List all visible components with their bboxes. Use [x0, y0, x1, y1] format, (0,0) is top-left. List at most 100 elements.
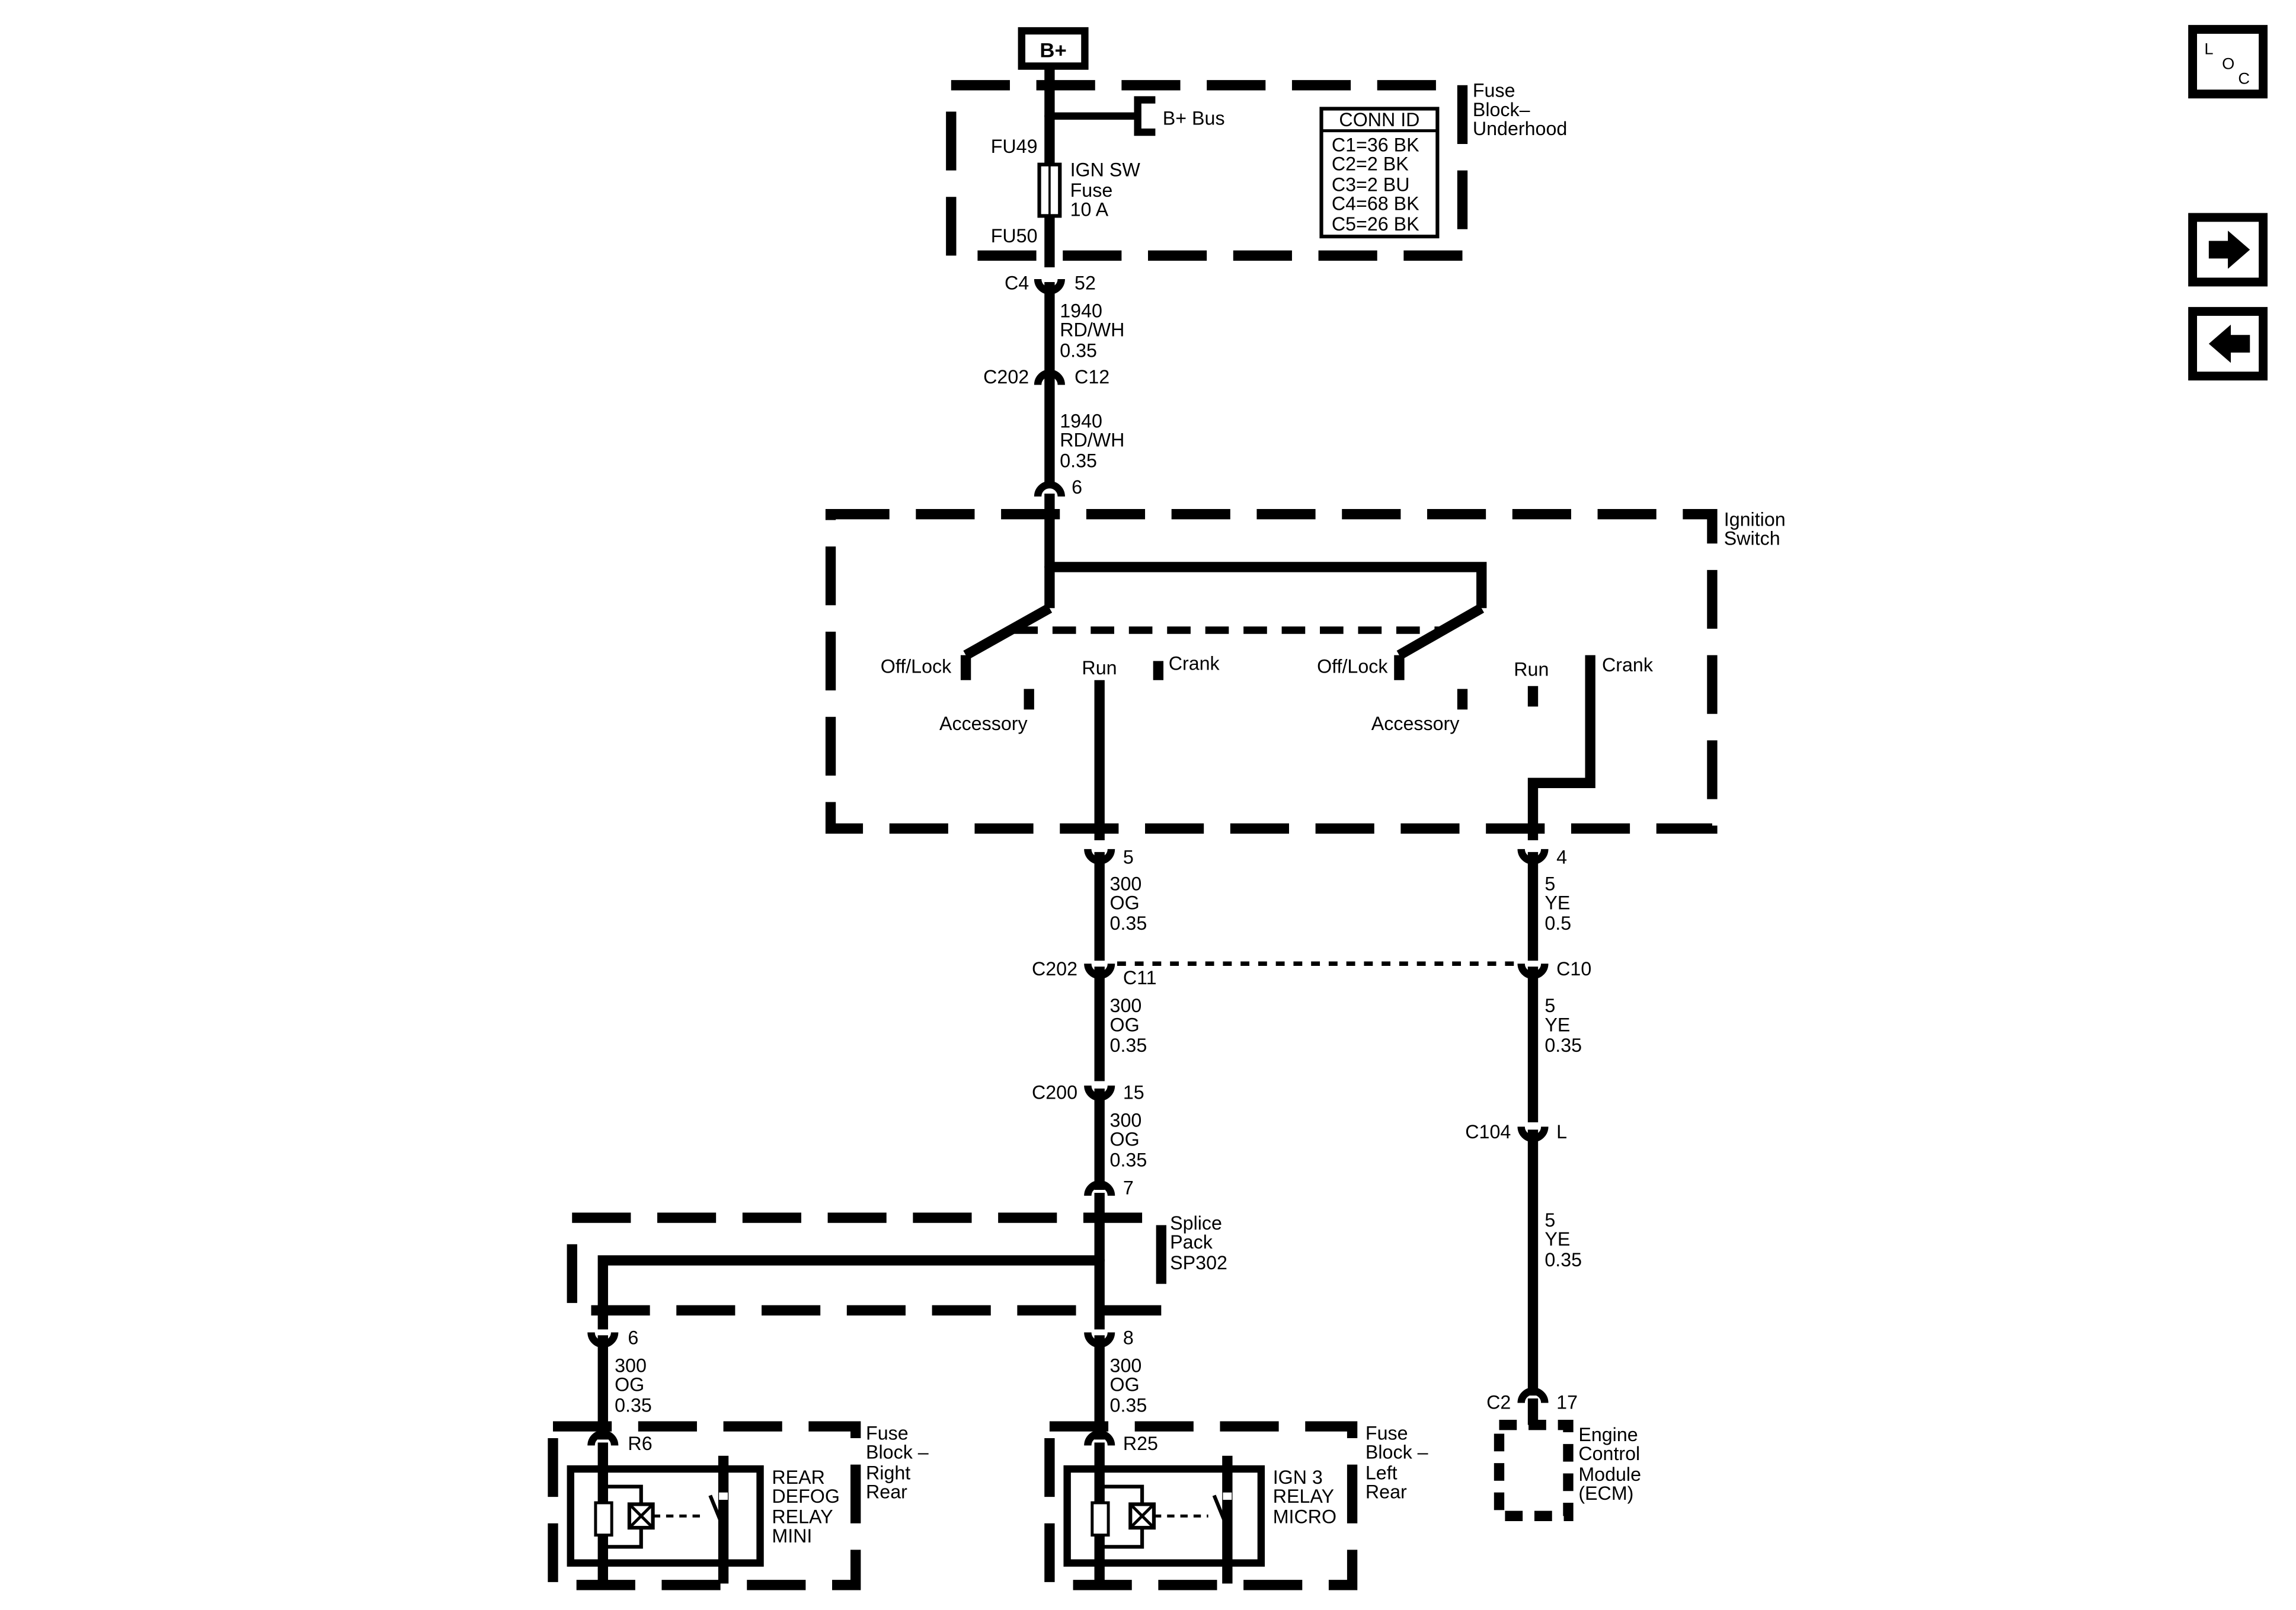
svg-text:Module: Module — [1578, 1464, 1641, 1485]
fuse-block-underhood-name-1: Fuse — [1473, 80, 1515, 101]
svg-text:O: O — [2222, 55, 2234, 73]
arrow-right-icon — [2208, 231, 2250, 269]
svg-text:Block –: Block – — [866, 1442, 929, 1463]
right-crank-label: Crank — [1602, 654, 1654, 676]
left-acc-label: Accessory — [939, 713, 1028, 734]
svg-text:OG: OG — [1110, 1374, 1140, 1395]
left-run-label: Run — [1082, 657, 1117, 678]
svg-text:Engine: Engine — [1578, 1424, 1638, 1445]
fuse-block-underhood-name-3: Underhood — [1473, 118, 1567, 139]
svg-text:0.35: 0.35 — [1110, 1394, 1147, 1416]
svg-text:IGN 3: IGN 3 — [1273, 1467, 1323, 1488]
svg-text:0.35: 0.35 — [1110, 1149, 1147, 1170]
svg-text:OG: OG — [1110, 1129, 1140, 1150]
splice-pack: Splice Pack SP302 — [567, 1192, 1227, 1330]
svg-text:C202: C202 — [983, 366, 1029, 388]
wire-label-run1: 300 OG 0.35 — [1110, 873, 1147, 934]
svg-text:Block –: Block – — [1366, 1442, 1428, 1463]
svg-text:0.35: 0.35 — [1060, 340, 1097, 361]
connector-c202-top: C202 C12 — [983, 366, 1109, 388]
svg-text:R25: R25 — [1123, 1433, 1158, 1454]
svg-text:Fuse: Fuse — [1366, 1422, 1408, 1443]
svg-text:15: 15 — [1123, 1081, 1144, 1103]
prev-button[interactable] — [2188, 307, 2268, 381]
connector-c104: C104 L — [1465, 1121, 1567, 1142]
wire-label-w1: 1940 RD/WH 0.35 — [1060, 300, 1124, 361]
svg-text:1940: 1940 — [1060, 410, 1102, 431]
svg-text:C4: C4 — [1005, 272, 1029, 293]
conn-id-c4: C4=68 BK — [1332, 193, 1419, 214]
svg-text:(ECM): (ECM) — [1578, 1483, 1633, 1504]
svg-text:C104: C104 — [1465, 1121, 1511, 1142]
svg-text:Right: Right — [866, 1462, 910, 1483]
wire-label-crank1: 5 YE 0.5 — [1544, 873, 1571, 934]
connector-c200: C200 15 — [1032, 1081, 1144, 1103]
svg-text:C202: C202 — [1032, 958, 1077, 980]
fuse-label-1: IGN SW — [1070, 159, 1141, 180]
svg-text:RELAY: RELAY — [1273, 1486, 1334, 1507]
svg-text:L: L — [2204, 40, 2213, 58]
wire-label-right: 300 OG 0.35 — [1110, 1355, 1147, 1416]
wire-label-left: 300 OG 0.35 — [615, 1355, 652, 1416]
svg-text:300: 300 — [1110, 995, 1142, 1016]
svg-text:Fuse: Fuse — [866, 1422, 909, 1443]
svg-text:300: 300 — [1110, 873, 1142, 894]
loc-button[interactable]: L O C — [2188, 25, 2268, 99]
svg-text:300: 300 — [1110, 1109, 1142, 1131]
svg-text:52: 52 — [1075, 272, 1096, 293]
svg-text:MINI: MINI — [772, 1525, 812, 1547]
svg-text:OG: OG — [1110, 1014, 1140, 1035]
svg-text:R6: R6 — [628, 1433, 652, 1454]
fu50-label: FU50 — [991, 225, 1038, 247]
fuse-label-3: 10 A — [1070, 199, 1109, 220]
svg-text:Rear: Rear — [1366, 1481, 1407, 1503]
svg-text:YE: YE — [1544, 1228, 1570, 1250]
right-acc-label: Accessory — [1371, 713, 1460, 734]
fuse-block-underhood-name-2: Block– — [1473, 99, 1530, 120]
wire-label-run3: 300 OG 0.35 — [1110, 1109, 1147, 1170]
battery-label: B+ — [1040, 40, 1066, 62]
ignition-switch: Ignition Switch Off/Lock Accessory Run C… — [825, 493, 1786, 840]
svg-text:C10: C10 — [1556, 958, 1591, 980]
svg-text:0.35: 0.35 — [615, 1394, 652, 1416]
svg-text:RD/WH: RD/WH — [1060, 430, 1124, 451]
conn-id-c3: C3=2 BU — [1332, 174, 1410, 195]
svg-text:0.5: 0.5 — [1544, 913, 1571, 934]
svg-text:C: C — [2238, 69, 2250, 87]
svg-text:C11: C11 — [1123, 967, 1157, 988]
svg-text:Control: Control — [1578, 1443, 1640, 1464]
svg-text:5: 5 — [1544, 1209, 1555, 1231]
svg-text:17: 17 — [1556, 1391, 1578, 1413]
conn-id-c2: C2=2 BK — [1332, 153, 1409, 175]
svg-text:RD/WH: RD/WH — [1060, 319, 1124, 341]
svg-text:1940: 1940 — [1060, 300, 1102, 321]
connector-ign-in: 6 — [1034, 476, 1082, 498]
left-crank-label: Crank — [1169, 652, 1220, 674]
svg-text:YE: YE — [1544, 892, 1570, 914]
svg-text:RELAY: RELAY — [772, 1506, 833, 1528]
battery-terminal: B+ — [1018, 27, 1089, 70]
connector-c4: C4 52 — [1005, 272, 1096, 295]
svg-text:6: 6 — [1072, 476, 1082, 498]
conn-id-c5: C5=26 BK — [1332, 213, 1419, 235]
svg-text:0.35: 0.35 — [1544, 1249, 1582, 1270]
connector-c202-mid: C202 C11 C10 — [1032, 958, 1591, 988]
conn-id-c1: C1=36 BK — [1332, 134, 1419, 155]
connector-splice-in: 7 — [1084, 1177, 1134, 1198]
next-button[interactable] — [2188, 213, 2268, 287]
svg-text:Splice: Splice — [1170, 1212, 1222, 1234]
svg-text:8: 8 — [1123, 1327, 1134, 1348]
svg-text:C200: C200 — [1032, 1081, 1077, 1103]
fu49-label: FU49 — [991, 136, 1038, 157]
ecm: C2 17 Engine Control Module (ECM) — [1486, 1387, 1641, 1522]
svg-text:MICRO: MICRO — [1273, 1506, 1336, 1528]
svg-text:300: 300 — [1110, 1355, 1142, 1376]
wire-label-run2: 300 OG 0.35 — [1110, 995, 1147, 1056]
svg-text:Rear: Rear — [866, 1481, 907, 1503]
b-bus-label: B+ Bus — [1163, 108, 1225, 129]
svg-text:DEFOG: DEFOG — [772, 1486, 840, 1507]
svg-text:0.35: 0.35 — [1544, 1035, 1582, 1056]
svg-text:YE: YE — [1544, 1014, 1570, 1035]
svg-text:4: 4 — [1556, 847, 1567, 868]
svg-text:5: 5 — [1544, 873, 1555, 894]
